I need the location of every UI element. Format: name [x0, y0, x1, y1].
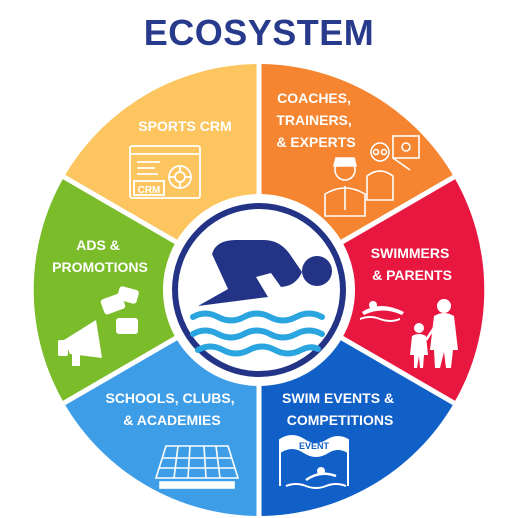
segment-ads[interactable]: ADS & PROMOTIONS: [33, 177, 259, 403]
segment-swimmers-label: SWIMMERS & PARENTS: [371, 245, 453, 283]
segment-coaches-label: COACHES, TRAINERS, & EXPERTS: [276, 90, 355, 150]
swimmer-logo-icon: [190, 240, 332, 357]
coaches-icon: [324, 135, 420, 217]
event-icon-text: EVENT: [299, 441, 330, 451]
segment-ads-label: ADS & PROMOTIONS: [52, 237, 148, 275]
segment-swimmers-wedge: [259, 177, 485, 403]
event-banner-icon: [279, 435, 349, 489]
stadium-pool-icon: [154, 445, 240, 489]
page-title: ECOSYSTEM: [143, 12, 375, 53]
segment-swimmers[interactable]: SWIMMERS & PARENTS: [259, 177, 485, 403]
segment-events-label: SWIM EVENTS & COMPETITIONS: [282, 390, 398, 428]
crm-icon-text: CRM: [138, 185, 161, 196]
megaphone-icon: [58, 286, 139, 366]
center-hub: [163, 194, 355, 386]
crm-dashboard-icon: [129, 145, 201, 199]
segment-sports-crm-label: SPORTS CRM: [138, 118, 231, 134]
swimmer-family-icon: [360, 299, 458, 368]
segment-schools-label: SCHOOLS, CLUBS, & ACADEMIES: [105, 390, 238, 428]
